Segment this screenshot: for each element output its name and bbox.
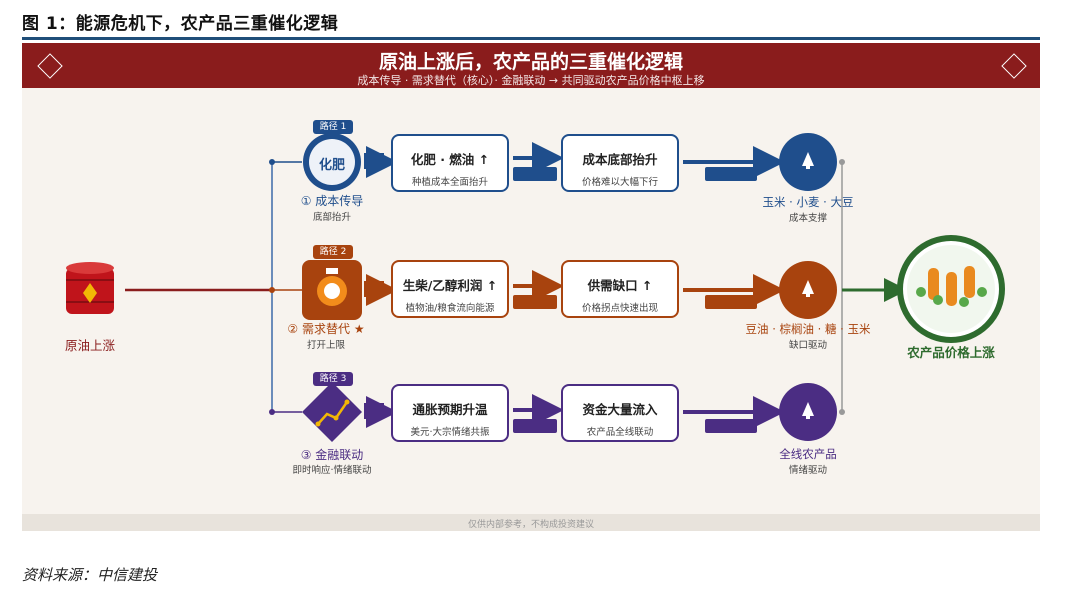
star-icon: ★ <box>353 322 365 336</box>
path-2-box-1: 生柴/乙醇利润 ↑ 植物油/粮食流向能源 <box>391 260 509 318</box>
path-1-box-1-sub: 种植成本全面抬升 <box>411 177 488 188</box>
end-node-3 <box>779 383 837 441</box>
banner: 原油上涨后，农产品的三重催化逻辑 成本传导 · 需求替代（核心）· 金融联动 →… <box>22 43 1040 88</box>
path-1-icon-text: 化肥 <box>318 158 345 173</box>
path-1-name: ① 成本传导 <box>300 194 364 208</box>
path-1-box-1-title: 化肥 · 燃油 ↑ <box>410 152 490 167</box>
end-3-sub: 情绪驱动 <box>788 465 827 476</box>
banner-title: 原油上涨后，农产品的三重催化逻辑 <box>378 51 683 73</box>
path-2-name: ② 需求替代 ★ <box>287 322 365 336</box>
end-2-title: 豆油 · 棕榈油 · 糖 · 玉米 <box>745 322 871 336</box>
target-label: 农产品价格上涨 <box>907 345 995 360</box>
biofuel-icon <box>302 260 362 320</box>
path-3-box-2-title: 资金大量流入 <box>582 402 658 417</box>
path-2-flow <box>364 270 785 309</box>
path-3-box-2-sub: 农产品全线联动 <box>586 427 654 438</box>
path-1-sub: 底部抬升 <box>312 212 351 223</box>
crops-icon <box>897 235 1005 343</box>
path-3-flow <box>364 394 785 433</box>
end-node-1 <box>779 133 837 191</box>
banner-subtitle: 成本传导 · 需求替代（核心）· 金融联动 → 共同驱动农产品价格中枢上移 <box>357 74 705 87</box>
path-3-badge: 路径 3 <box>313 372 353 386</box>
path-3-box-1-sub: 美元·大宗情绪共振 <box>410 427 490 438</box>
path-2-box-2: 供需缺口 ↑ 价格拐点快速出现 <box>561 260 679 318</box>
path-1-box-1: 化肥 · 燃油 ↑ 种植成本全面抬升 <box>391 134 509 192</box>
footer-bar: 仅供内部参考，不构成投资建议 <box>22 514 1040 531</box>
path-3-name: ③ 金融联动 <box>300 448 364 462</box>
path-1-box-2: 成本底部抬升 价格难以大幅下行 <box>561 134 679 192</box>
path-2-badge: 路径 2 <box>313 245 353 259</box>
fertilizer-icon <box>303 133 361 191</box>
figure-title: 图 1：能源危机下，农产品三重催化逻辑 <box>22 14 339 34</box>
finance-chart-icon <box>302 382 362 442</box>
end-3-title: 全线农产品 <box>779 447 837 461</box>
path-2-box-1-sub: 植物油/粮食流向能源 <box>405 303 495 314</box>
oil-barrel-icon <box>66 262 114 314</box>
end-2-sub: 缺口驱动 <box>788 340 827 351</box>
path-2-sub: 打开上限 <box>306 340 345 351</box>
path-2-box-1-title: 生柴/乙醇利润 ↑ <box>402 278 498 293</box>
source-text: 资料来源：中信建投 <box>22 566 158 584</box>
path-3-box-1: 通胀预期升温 美元·大宗情绪共振 <box>391 384 509 442</box>
footer-note: 仅供内部参考，不构成投资建议 <box>467 520 594 530</box>
title-rule <box>22 37 1040 40</box>
path-1-badge: 路径 1 <box>313 120 353 134</box>
path-1-flow <box>364 142 785 181</box>
end-1-sub: 成本支撑 <box>788 213 827 224</box>
end-1-title: 玉米 · 小麦 · 大豆 <box>762 195 854 209</box>
path-3-box-2: 资金大量流入 农产品全线联动 <box>561 384 679 442</box>
path-1-box-2-title: 成本底部抬升 <box>582 152 658 167</box>
path-3-box-1-title: 通胀预期升温 <box>412 402 488 417</box>
path-3-sub: 即时响应·情绪联动 <box>292 465 372 476</box>
source-label: 原油上涨 <box>64 338 115 353</box>
end-node-2 <box>779 261 837 319</box>
path-2-box-2-sub: 价格拐点快速出现 <box>581 303 658 314</box>
path-1-box-2-sub: 价格难以大幅下行 <box>581 177 658 188</box>
path-2-box-2-title: 供需缺口 ↑ <box>587 278 653 293</box>
